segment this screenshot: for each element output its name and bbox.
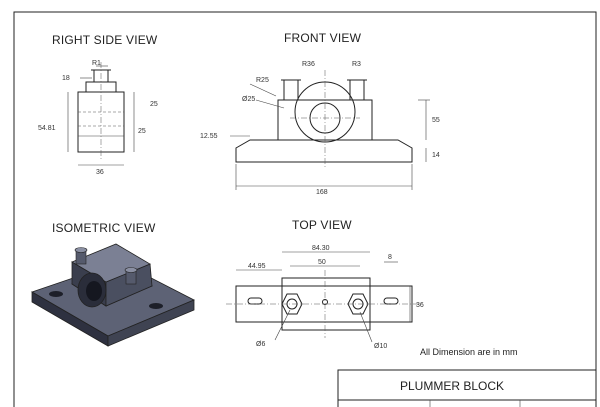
dim-rs-25a: 25 [150, 101, 158, 108]
dim-tv-36: 36 [416, 302, 424, 309]
units-note: All Dimension are in mm [420, 347, 518, 357]
dim-fv-168: 168 [316, 189, 328, 196]
dim-rs-36: 36 [96, 169, 104, 176]
dim-fv-55: 55 [432, 117, 440, 124]
isometric-view: ISOMETRIC VIEW [31, 221, 195, 347]
right-side-view: RIGHT SIDE VIEW R1 18 25 25 54.81 36 [38, 33, 158, 176]
dim-fv-r25: R25 [256, 77, 269, 84]
dim-tv-44-95: 44.95 [248, 263, 266, 270]
drawing-border [13, 11, 597, 407]
dim-fv-r3: R3 [352, 61, 361, 68]
dim-rs-25b: 25 [138, 128, 146, 135]
front-view-title: FRONT VIEW [284, 31, 362, 45]
dim-fv-14: 14 [432, 152, 440, 159]
dim-fv-r36: R36 [302, 61, 315, 68]
dim-rs-54-81: 54.81 [38, 125, 56, 132]
dim-tv-d10: Ø10 [374, 343, 387, 350]
dim-rs-r1: R1 [92, 60, 101, 67]
dim-tv-84-30: 84.30 [312, 245, 330, 252]
dim-tv-d6: Ø6 [256, 341, 265, 348]
title-block-name: PLUMMER BLOCK [400, 379, 504, 393]
dim-tv-50: 50 [318, 259, 326, 266]
dim-rs-18: 18 [62, 75, 70, 82]
top-view: TOP VIEW 84.30 44.95 50 8 36 Ø6 Ø10 [226, 218, 424, 350]
top-view-title: TOP VIEW [292, 218, 352, 232]
iso-bolt-right [124, 267, 138, 285]
front-view: FRONT VIEW R36 R25 R3 Ø25 55 12.55 14 16… [200, 31, 440, 196]
dim-tv-8: 8 [388, 254, 392, 261]
dim-fv-12-55: 12.55 [200, 133, 218, 140]
right-side-view-title: RIGHT SIDE VIEW [52, 33, 158, 47]
title-block: PLUMMER BLOCK [337, 369, 597, 407]
isometric-view-title: ISOMETRIC VIEW [52, 221, 156, 235]
iso-bolt-left [74, 247, 88, 265]
dim-fv-d25: Ø25 [242, 96, 255, 103]
